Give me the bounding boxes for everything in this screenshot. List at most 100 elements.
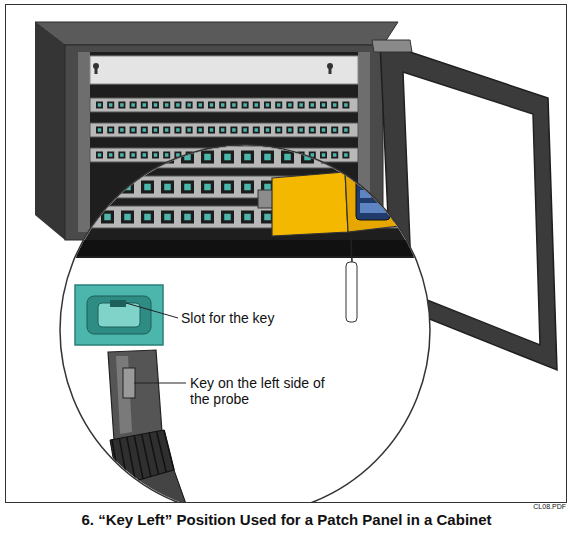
port-insert bbox=[187, 128, 191, 132]
port-insert bbox=[232, 128, 236, 132]
panel-port bbox=[401, 151, 414, 164]
knurl-lines bbox=[112, 430, 174, 486]
port-insert bbox=[304, 154, 311, 161]
scene bbox=[35, 22, 557, 502]
tester-body bbox=[272, 172, 348, 236]
port-insert bbox=[384, 184, 391, 191]
panel-port bbox=[261, 151, 274, 164]
port-insert bbox=[120, 153, 124, 157]
port-insert bbox=[311, 128, 315, 132]
knurl-line bbox=[164, 430, 174, 470]
port-insert bbox=[333, 153, 337, 157]
probe-connector bbox=[108, 350, 162, 440]
port-insert bbox=[232, 103, 236, 107]
port-insert bbox=[204, 184, 211, 191]
port-insert bbox=[143, 153, 147, 157]
panel-port bbox=[174, 102, 181, 109]
port-insert bbox=[64, 154, 71, 161]
callout-label: Key on the left side of the probe bbox=[190, 375, 330, 407]
panel-port bbox=[130, 102, 137, 109]
panel-port bbox=[401, 181, 414, 194]
panel-port bbox=[264, 127, 271, 134]
port-insert bbox=[264, 184, 271, 191]
panel-port bbox=[101, 211, 114, 224]
knurl-line bbox=[127, 437, 136, 481]
leader-line bbox=[134, 383, 186, 384]
panel-port bbox=[230, 127, 237, 134]
port-insert bbox=[109, 103, 113, 107]
panel-port bbox=[286, 127, 293, 134]
port-insert bbox=[333, 128, 337, 132]
panel-port bbox=[118, 102, 125, 109]
port-insert bbox=[364, 184, 371, 191]
panel-port bbox=[141, 152, 148, 159]
port-insert bbox=[224, 214, 231, 221]
port-insert bbox=[204, 214, 211, 221]
panel-port bbox=[275, 127, 282, 134]
panel-port bbox=[320, 127, 327, 134]
fiber-port bbox=[75, 285, 163, 345]
port-insert bbox=[266, 128, 270, 132]
panel-port bbox=[264, 102, 271, 109]
port-insert bbox=[244, 214, 251, 221]
panel-port bbox=[253, 102, 260, 109]
panel-port bbox=[221, 211, 234, 224]
panel-port bbox=[201, 211, 214, 224]
panel-port bbox=[342, 152, 349, 159]
panel-port bbox=[61, 211, 74, 224]
port-insert bbox=[144, 154, 151, 161]
door-hinge bbox=[372, 40, 412, 52]
port-insert bbox=[165, 128, 169, 132]
panel-port bbox=[241, 181, 254, 194]
port-insert bbox=[98, 128, 102, 132]
magnified-patch-panels bbox=[55, 146, 435, 228]
port-insert bbox=[144, 184, 151, 191]
panel-port bbox=[342, 127, 349, 134]
port-insert bbox=[264, 154, 271, 161]
knurl-line bbox=[112, 440, 120, 486]
port-insert bbox=[243, 103, 247, 107]
port-insert bbox=[154, 103, 158, 107]
port-insert bbox=[164, 154, 171, 161]
port-insert bbox=[210, 103, 214, 107]
magnified-cabinet bbox=[55, 140, 435, 258]
tester-button bbox=[375, 177, 386, 185]
panel-port bbox=[298, 127, 305, 134]
key-slot bbox=[110, 300, 126, 307]
port-housing bbox=[87, 296, 151, 334]
port-insert bbox=[124, 214, 131, 221]
port-insert bbox=[84, 154, 91, 161]
panel-port bbox=[275, 102, 282, 109]
port-insert bbox=[154, 153, 158, 157]
panel-port bbox=[181, 151, 194, 164]
panel-port bbox=[96, 152, 103, 159]
panel-port bbox=[331, 102, 338, 109]
port-insert bbox=[266, 103, 270, 107]
panel-port bbox=[141, 151, 154, 164]
tester-button bbox=[360, 177, 371, 185]
port-insert bbox=[244, 184, 251, 191]
panel-port bbox=[163, 102, 170, 109]
panel-port bbox=[118, 127, 125, 134]
knurl-line bbox=[119, 439, 127, 484]
callout-label: Slot for the key bbox=[181, 310, 341, 326]
panel-port bbox=[241, 211, 254, 224]
keyhole-slot bbox=[95, 66, 98, 74]
panel-port bbox=[81, 151, 94, 164]
probe-cable bbox=[118, 470, 190, 502]
port-insert bbox=[299, 128, 303, 132]
knurl-line bbox=[149, 433, 158, 475]
port-insert bbox=[288, 103, 292, 107]
port-insert bbox=[187, 103, 191, 107]
port-insert bbox=[109, 128, 113, 132]
port-insert bbox=[124, 154, 131, 161]
panel-port bbox=[181, 211, 194, 224]
port-insert bbox=[221, 103, 225, 107]
port-insert bbox=[322, 153, 326, 157]
knurl-line bbox=[142, 434, 151, 477]
panel-port bbox=[219, 127, 226, 134]
panel-port bbox=[197, 102, 204, 109]
port-insert bbox=[244, 154, 251, 161]
panel-port bbox=[242, 102, 249, 109]
